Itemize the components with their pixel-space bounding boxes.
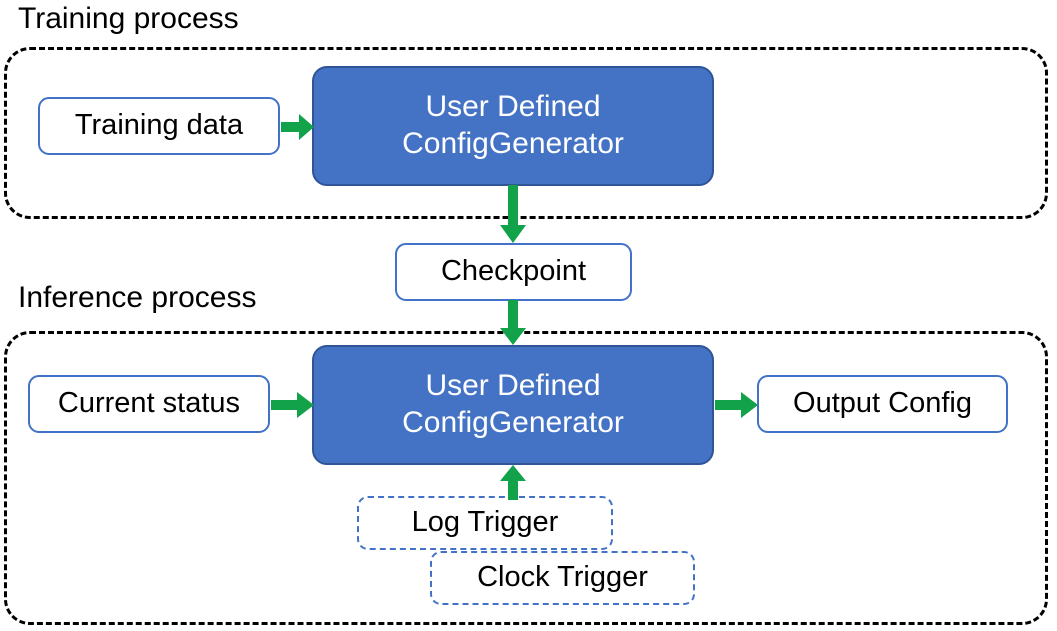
training-process-container — [4, 47, 1048, 219]
training-process-caption: Training process — [18, 2, 239, 35]
arrow-config-generator-to-output-config — [715, 390, 759, 420]
node-training-config-generator-line2: ConfigGenerator — [402, 127, 624, 160]
node-inference-config-generator-line1: User Defined — [425, 369, 601, 403]
node-inference-config-generator-line2: ConfigGenerator — [402, 406, 624, 439]
arrow-config-generator-to-checkpoint — [498, 185, 528, 245]
arrow-checkpoint-to-config-generator — [498, 300, 528, 347]
inference-process-caption: Inference process — [18, 281, 257, 314]
node-inference-config-generator[interactable]: User Defined ConfigGenerator — [312, 345, 714, 465]
node-output-config[interactable]: Output Config — [757, 375, 1008, 433]
node-checkpoint[interactable]: Checkpoint — [395, 243, 632, 301]
node-current-status[interactable]: Current status — [28, 375, 270, 433]
node-clock-trigger[interactable]: Clock Trigger — [430, 551, 695, 605]
arrow-training-data-to-config-generator — [281, 112, 315, 142]
node-log-trigger[interactable]: Log Trigger — [357, 496, 613, 550]
node-training-data[interactable]: Training data — [38, 97, 280, 155]
inference-process-container — [4, 331, 1048, 625]
node-training-config-generator-line1: User Defined — [425, 90, 601, 124]
arrow-current-status-to-config-generator — [271, 390, 315, 420]
node-training-config-generator[interactable]: User Defined ConfigGenerator — [312, 66, 714, 186]
arrow-triggers-to-config-generator — [498, 465, 528, 500]
